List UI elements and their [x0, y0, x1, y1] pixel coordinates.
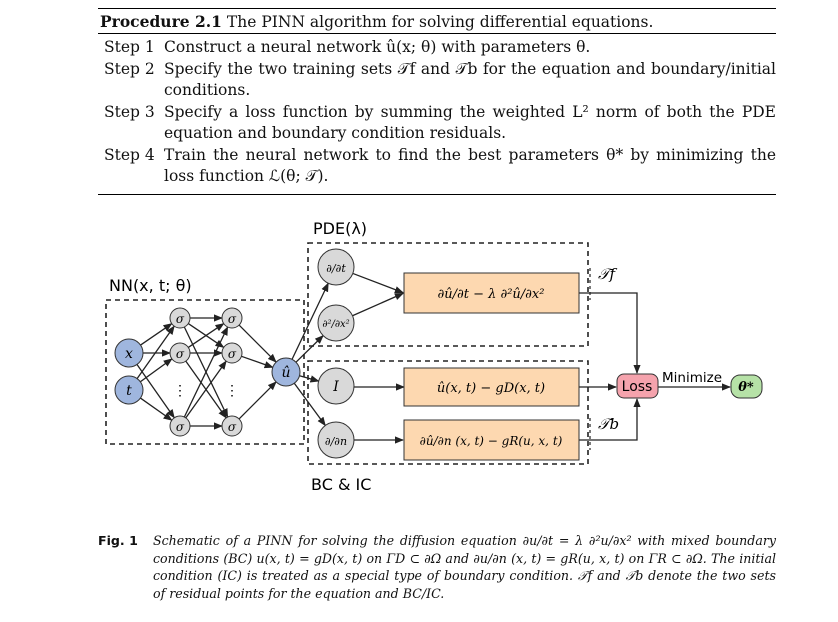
hidden-hidden-edge	[183, 326, 229, 418]
dirichlet-residual-label: û(x, t) − gD(x, t)	[437, 381, 545, 396]
input-x-label: x	[125, 346, 133, 362]
output-operator-edge	[293, 382, 326, 427]
dn-operator-node	[317, 421, 355, 459]
step-number: Step 2	[104, 59, 155, 78]
hidden-hidden-edge	[187, 323, 225, 348]
robin-residual-box	[403, 419, 580, 461]
mid-rule	[98, 33, 776, 34]
nn-label: NN(x, t; θ)	[109, 276, 192, 295]
step-text: Specify a loss function by summing the w…	[164, 102, 776, 143]
procedure-header: Procedure 2.1 The PINN algorithm for sol…	[98, 9, 776, 33]
robin-residual-label: ∂û/∂n (x, t) − gR(u, x, t)	[420, 434, 563, 448]
step-1: Step 1 Construct a neural network û(x; θ)…	[104, 37, 776, 59]
step-3: Step 3 Specify a loss function by summing…	[104, 102, 776, 145]
loss-label: Loss	[622, 379, 653, 395]
output-operator-edge	[295, 334, 324, 363]
input-hidden-edge	[140, 397, 173, 421]
dt-to-residual-edge	[352, 272, 404, 294]
loss-box	[616, 373, 659, 399]
robin-to-loss-edge	[579, 398, 641, 441]
input-hidden-edge	[140, 323, 173, 346]
caption-label: Fig. 1	[98, 533, 138, 548]
dirichlet-residual-box	[403, 367, 580, 407]
input-node-x	[114, 338, 144, 368]
output-operator-edge	[291, 282, 329, 360]
input-hidden-edge	[139, 358, 173, 383]
hidden-node	[221, 342, 243, 364]
figure-caption: Fig. 1 Schematic of a PINN for solving t…	[98, 532, 776, 602]
sigma-label: σ	[228, 420, 237, 434]
step-4: Step 4 Train the neural network to find t…	[104, 145, 776, 188]
bc-label: BC & IC	[311, 475, 371, 494]
pde-box	[307, 242, 589, 347]
dn-operator-label: ∂/∂n	[325, 435, 347, 448]
procedure-label: Procedure 2.1	[100, 12, 222, 31]
ellipsis: ⋮	[173, 383, 187, 399]
procedure-box: Procedure 2.1 The PINN algorithm for sol…	[98, 8, 776, 195]
step-text: Specify the two training sets 𝒯f and 𝒯b …	[164, 59, 776, 100]
hidden-output-edge	[238, 324, 277, 363]
input-node-t	[114, 375, 144, 405]
hidden-node	[221, 307, 243, 329]
procedure-title: The PINN algorithm for solving different…	[226, 13, 654, 31]
bottom-rule	[98, 193, 776, 195]
caption-text: Schematic of a PINN for solving the diff…	[153, 533, 776, 601]
pde-to-loss-edge	[579, 292, 641, 374]
sigma-label: σ	[176, 312, 185, 326]
hidden-hidden-edge	[185, 360, 227, 419]
pde-label: PDE(λ)	[313, 219, 367, 238]
input-hidden-edge	[136, 325, 175, 379]
input-t-label: t	[126, 383, 132, 399]
output-label: û	[281, 365, 290, 381]
top-rule	[98, 8, 776, 9]
hidden-node	[169, 415, 191, 437]
tb-label: 𝒯b	[598, 415, 619, 433]
input-hidden-edge	[136, 364, 175, 419]
identity-operator-label: I	[332, 379, 339, 395]
dxx-operator-label: ∂²/∂x²	[322, 319, 349, 330]
identity-operator-node	[317, 367, 355, 405]
pde-residual-label: ∂û/∂t − λ ∂²û/∂x²	[438, 287, 545, 302]
sigma-label: σ	[228, 347, 237, 361]
output-operator-edge	[299, 375, 320, 383]
hidden-node	[169, 342, 191, 364]
output-node	[271, 357, 301, 387]
hidden-node	[221, 415, 243, 437]
theta-star-box	[730, 374, 763, 399]
ellipsis: ⋮	[225, 383, 239, 399]
procedure-steps: Step 1 Construct a neural network û(x; θ)…	[98, 34, 776, 188]
step-number: Step 3	[104, 102, 155, 121]
tf-label: 𝒯f	[598, 265, 617, 283]
hidden-node	[169, 307, 191, 329]
dxx-to-residual-edge	[352, 292, 404, 317]
sigma-label: σ	[176, 420, 185, 434]
pde-residual-box	[403, 272, 580, 314]
step-text: Train the neural network to find the bes…	[164, 145, 776, 186]
step-2: Step 2 Specify the two training sets 𝒯f a…	[104, 59, 776, 102]
dt-operator-node	[317, 248, 355, 286]
network-graph	[136, 268, 731, 450]
bc-box	[307, 360, 589, 465]
dt-operator-label: ∂/∂t	[326, 262, 346, 275]
hidden-output-edge	[241, 355, 274, 369]
minimize-label: Minimize	[662, 370, 722, 386]
step-number: Step 4	[104, 145, 155, 164]
theta-star-label: θ*	[738, 380, 754, 395]
step-text: Construct a neural network û(x; θ) with …	[164, 38, 591, 56]
nn-box	[105, 299, 305, 445]
hidden-output-edge	[238, 381, 277, 420]
step-number: Step 1	[104, 38, 155, 56]
sigma-label: σ	[228, 312, 237, 326]
sigma-label: σ	[176, 347, 185, 361]
dxx-operator-node	[317, 304, 355, 342]
